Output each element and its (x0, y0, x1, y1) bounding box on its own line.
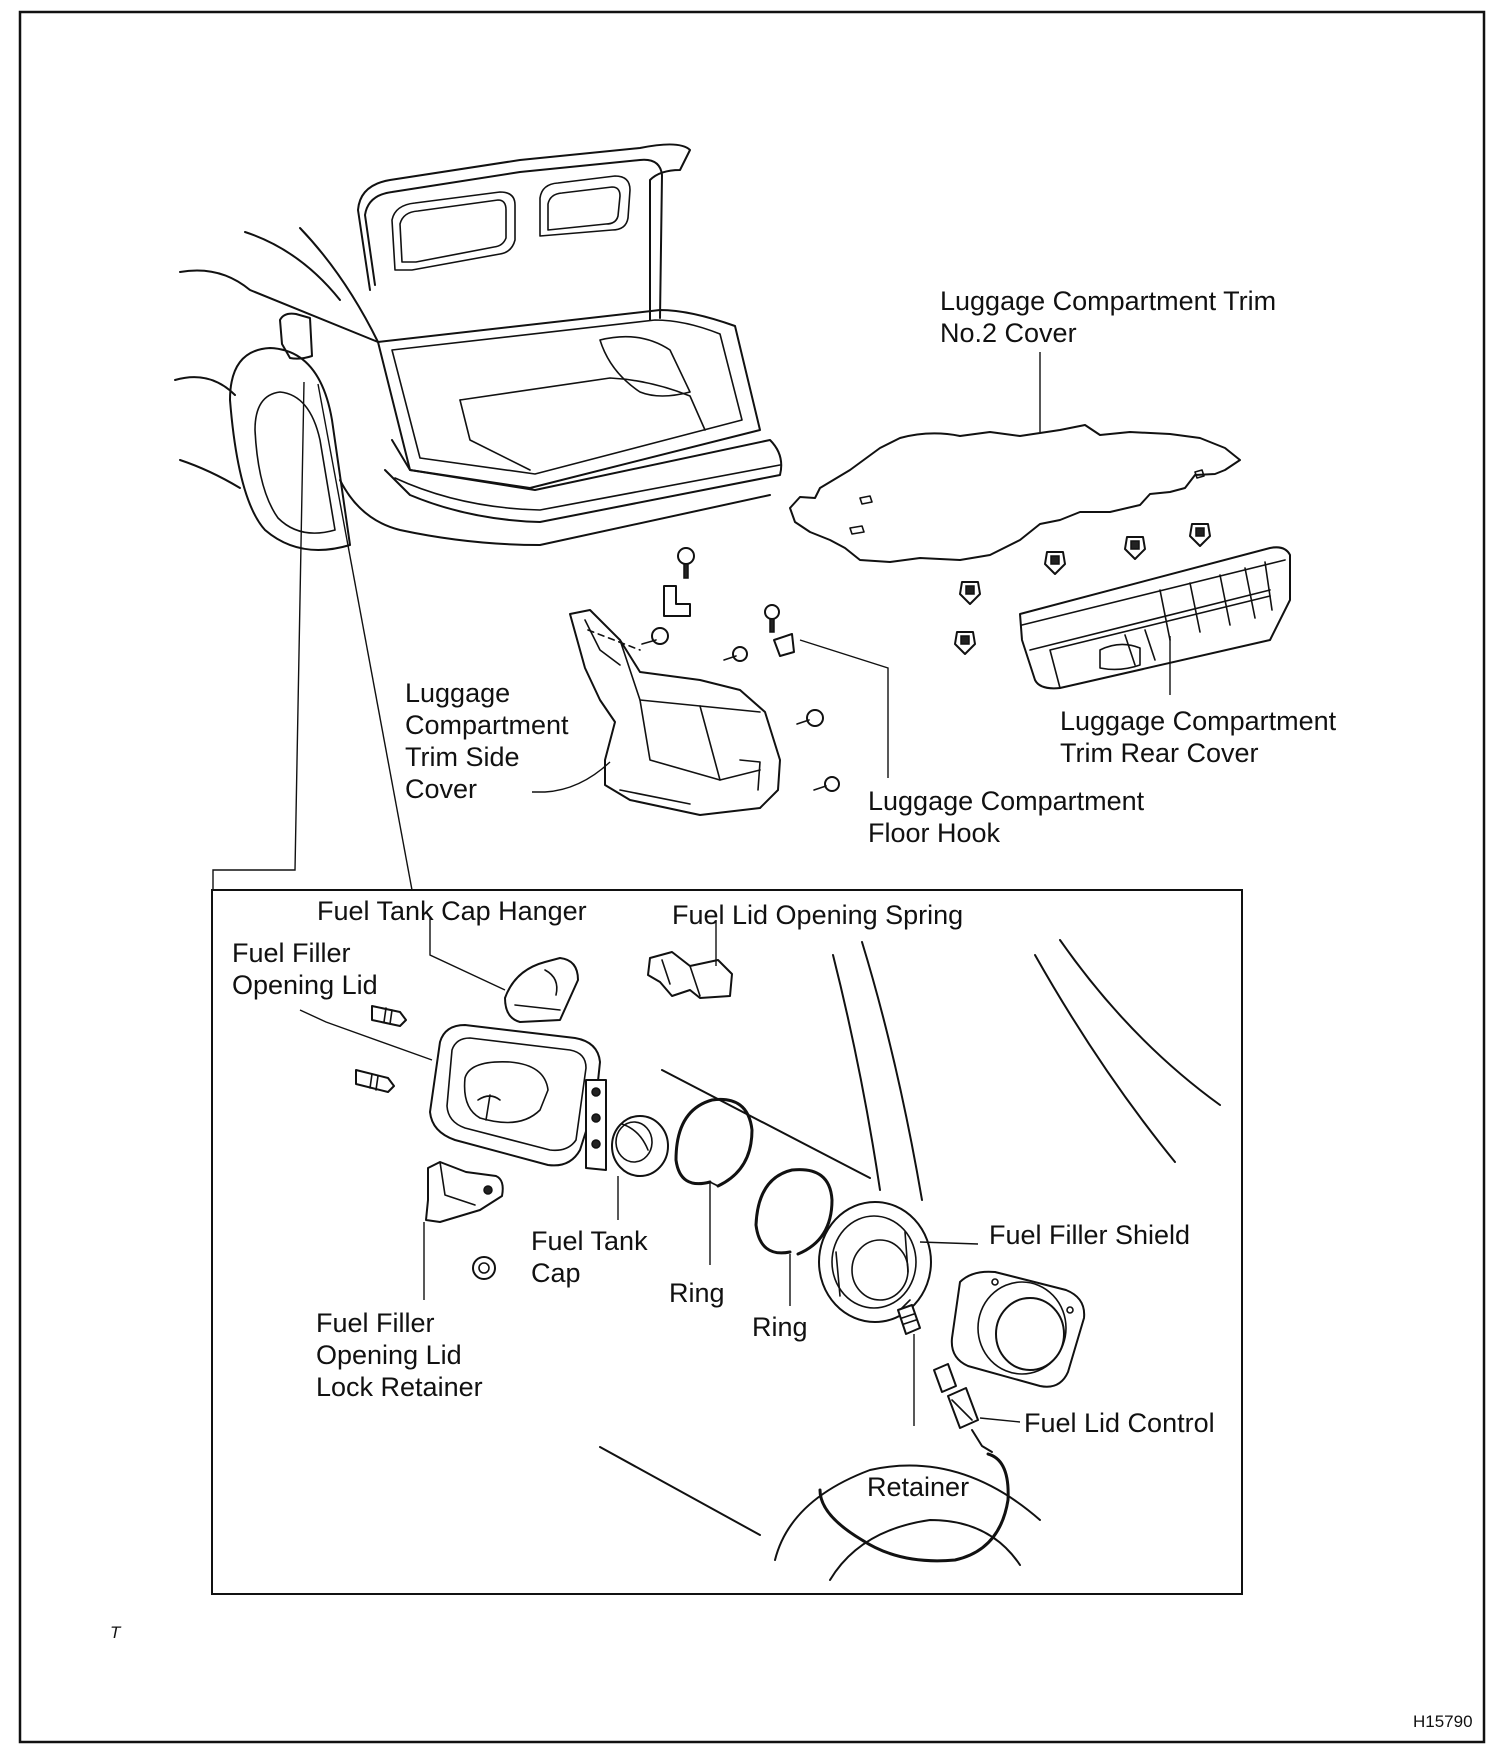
label-cap-hanger: Fuel Tank Cap Hanger (317, 896, 587, 926)
label-lid-control: Fuel Lid Control (1024, 1408, 1215, 1438)
label-lock-retainer: Fuel Filler (316, 1308, 435, 1338)
retainer-part (897, 1304, 921, 1426)
rear-cover-part (1019, 546, 1291, 695)
outer-frame (18, 10, 1486, 1744)
label-filler-lid: Fuel Filler (232, 938, 351, 968)
label-rear-cover: Luggage Compartment (1060, 706, 1337, 736)
body-curve (1034, 954, 1176, 1163)
label-side-cover: Luggage (405, 678, 510, 708)
label-floor-hook: Floor Hook (868, 818, 1001, 848)
label-filler-shield: Fuel Filler Shield (989, 1220, 1190, 1250)
lid-plate-part (950, 1270, 1086, 1388)
label-lock-retainer: Opening Lid (316, 1340, 462, 1370)
label-tank-cap: Fuel Tank (531, 1226, 648, 1256)
tank-cap-part (611, 1115, 669, 1220)
trim-no2-cover-part (789, 424, 1241, 563)
body-curve (661, 1069, 871, 1179)
corner-mark: T (110, 1623, 122, 1642)
filler-shield-part (818, 1201, 979, 1323)
body-curve (599, 1446, 761, 1536)
label-tank-cap: Cap (531, 1258, 581, 1288)
floor-hook-part (663, 585, 795, 657)
body-curve (774, 1464, 1041, 1561)
label-retainer: Retainer (867, 1472, 969, 1502)
clip-set-rear (954, 523, 1211, 655)
lid-control-part (818, 1363, 1021, 1563)
label-floor-hook: Luggage Compartment (868, 786, 1145, 816)
ring-part-2 (754, 1168, 834, 1306)
leader-side-cover (532, 761, 611, 793)
label-opening-spring: Fuel Lid Opening Spring (672, 900, 963, 930)
label-side-cover: Trim Side (405, 742, 520, 772)
filler-lid-part (299, 1009, 607, 1171)
label-filler-lid: Opening Lid (232, 970, 378, 1000)
leader-to-detail-2 (317, 383, 413, 891)
label-lock-retainer: Lock Retainer (316, 1372, 483, 1402)
car-rear-illustration (174, 143, 783, 551)
detail-box (211, 889, 1243, 1595)
body-curve (1059, 939, 1221, 1106)
hinge-pins (355, 1005, 407, 1093)
body-curve (832, 954, 881, 1191)
ring-part-1 (674, 1097, 754, 1265)
leader-to-detail-1 (212, 381, 305, 890)
label-rear-cover: Trim Rear Cover (1060, 738, 1259, 768)
side-fasteners (587, 547, 840, 792)
body-curve (861, 941, 923, 1201)
lock-retainer-part (423, 1161, 504, 1300)
label-ring: Ring (669, 1278, 725, 1308)
label-side-cover: Cover (405, 774, 477, 804)
label-trim-no2-cover: Luggage Compartment Trim (940, 286, 1276, 316)
labels: Luggage Compartment Trim No.2 Cover Lugg… (110, 286, 1473, 1731)
label-trim-no2-cover: No.2 Cover (940, 318, 1077, 348)
label-side-cover: Compartment (405, 710, 569, 740)
leader-floor-hook (799, 639, 889, 778)
label-ring: Ring (752, 1312, 808, 1342)
side-cover-part (569, 609, 781, 816)
figure-code: H15790 (1413, 1712, 1473, 1731)
cap-hanger-part (429, 918, 579, 1023)
body-curve (829, 1519, 1021, 1581)
opening-spring-part (647, 920, 733, 999)
